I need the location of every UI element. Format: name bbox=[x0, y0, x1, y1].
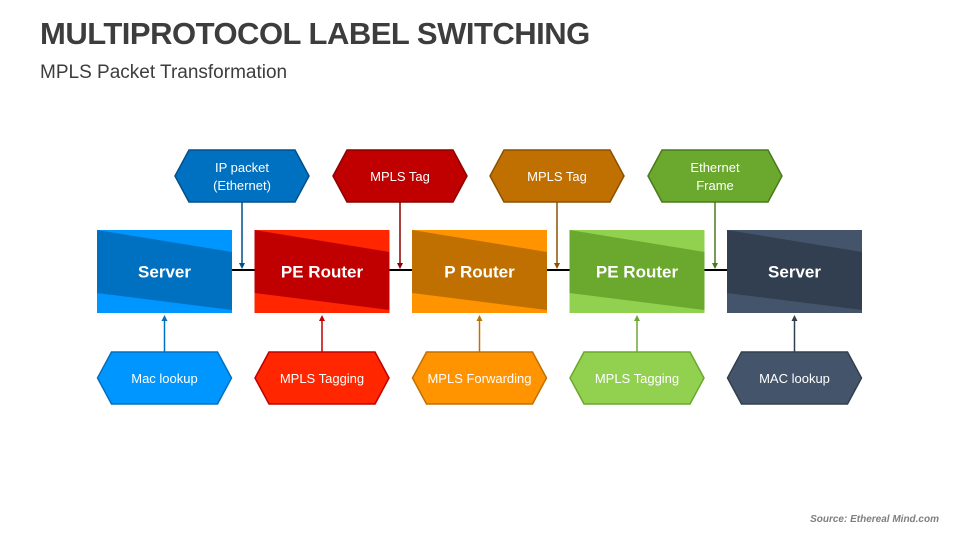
bottom-label-hexagon: Mac lookup bbox=[96, 315, 233, 405]
hexagon-shape bbox=[96, 351, 233, 405]
top-label-hexagon: MPLS Tag bbox=[489, 149, 625, 269]
hexagon-text: Frame bbox=[696, 178, 734, 193]
hexagon-text: (Ethernet) bbox=[213, 178, 271, 193]
page-title: MULTIPROTOCOL LABEL SWITCHING bbox=[40, 16, 590, 51]
hexagon-shape bbox=[411, 351, 548, 405]
node-box-highlight bbox=[727, 230, 862, 252]
bottom-label-hexagon: MAC lookup bbox=[726, 315, 863, 405]
node-box-highlight bbox=[412, 293, 547, 313]
hexagon-text: MPLS Tagging bbox=[595, 371, 679, 386]
node-box-highlight bbox=[254, 293, 390, 313]
source-credit: Source: Ethereal Mind.com bbox=[810, 514, 939, 525]
hexagon-shape bbox=[647, 149, 783, 203]
bottom-label-hexagon: MPLS Tagging bbox=[254, 315, 390, 405]
node-box-highlight bbox=[569, 293, 705, 313]
hexagon-text: MPLS Tagging bbox=[280, 371, 364, 386]
hexagon-text: MPLS Tag bbox=[527, 169, 587, 184]
bottom-label-hexagon: MPLS Forwarding bbox=[411, 315, 548, 405]
hexagon-shape bbox=[726, 351, 863, 405]
hexagon-text: MPLS Forwarding bbox=[427, 371, 531, 386]
top-label-hexagon: MPLS Tag bbox=[332, 149, 468, 269]
bottom-label-hexagon: MPLS Tagging bbox=[569, 315, 705, 405]
node-label: PE Router bbox=[281, 263, 364, 282]
hexagon-text: Mac lookup bbox=[131, 371, 197, 386]
node-label: Server bbox=[768, 263, 821, 282]
node-label: PE Router bbox=[596, 263, 679, 282]
hexagon-shape bbox=[254, 351, 390, 405]
hexagon-shape bbox=[569, 351, 705, 405]
top-label-hexagon: IP packet (Ethernet) bbox=[174, 149, 310, 269]
node-box-highlight bbox=[412, 230, 547, 252]
node-box-highlight bbox=[97, 293, 232, 313]
hexagon-text: MAC lookup bbox=[759, 371, 830, 386]
node-server: Server IP packet (Ethernet) Mac lookup bbox=[96, 149, 310, 405]
node-box-highlight bbox=[569, 230, 705, 252]
hexagon-shape bbox=[174, 149, 310, 203]
page-subtitle: MPLS Packet Transformation bbox=[40, 62, 288, 83]
hexagon-text: IP packet bbox=[215, 160, 269, 175]
node-label: Server bbox=[138, 263, 191, 282]
hexagon-text: MPLS Tag bbox=[370, 169, 430, 184]
hexagon-shape bbox=[332, 149, 468, 203]
hexagon-shape bbox=[489, 149, 625, 203]
hexagon-text: Ethernet bbox=[690, 160, 740, 175]
node-box-highlight bbox=[727, 293, 862, 313]
node-box-highlight bbox=[254, 230, 390, 252]
node-label: P Router bbox=[444, 263, 515, 282]
node-box-highlight bbox=[97, 230, 232, 252]
